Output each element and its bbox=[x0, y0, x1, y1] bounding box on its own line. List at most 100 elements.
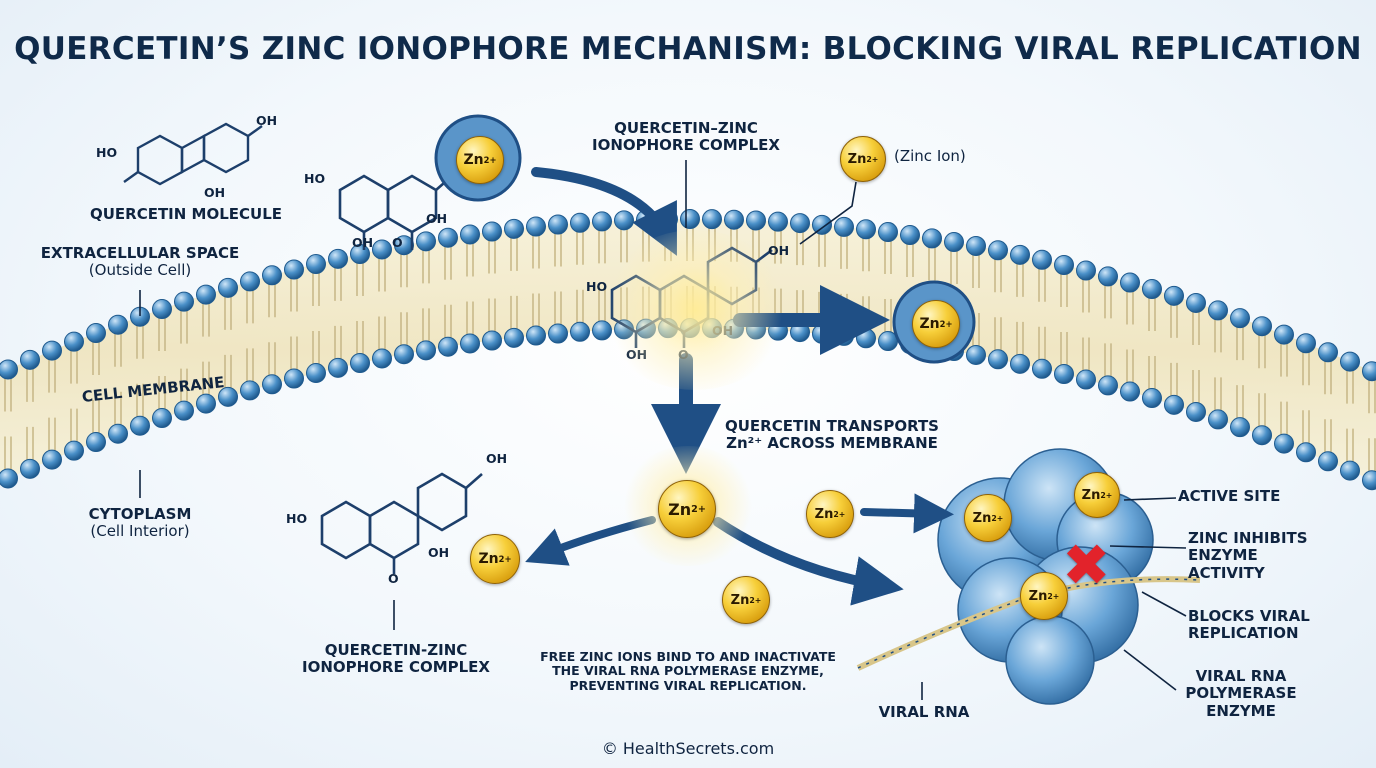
leader-zinc-ion bbox=[799, 181, 857, 245]
lipid-head bbox=[240, 380, 260, 401]
lipid-head bbox=[306, 254, 326, 275]
lipid-head bbox=[1186, 292, 1206, 313]
complex-top-line1: QUERCETIN–ZINC bbox=[614, 119, 758, 137]
zn-charge: 2+ bbox=[833, 509, 846, 519]
lipid-head bbox=[1076, 260, 1096, 281]
quercetin-molecule-top bbox=[123, 122, 263, 186]
lipid-head bbox=[878, 222, 898, 243]
lipid-head bbox=[42, 449, 62, 470]
label-quercetin-molecule: QUERCETIN MOLECULE bbox=[89, 205, 283, 223]
atom-ho-complex: HO bbox=[304, 171, 326, 186]
lipid-head bbox=[1120, 272, 1140, 293]
credit-text: © HealthSecrets.com bbox=[601, 739, 775, 758]
zn-symbol: Zn bbox=[972, 510, 992, 526]
lipid-head bbox=[614, 210, 634, 231]
lipid-head bbox=[0, 468, 18, 489]
inhibition-x-icon: ✖ bbox=[1062, 531, 1111, 599]
zn-charge: 2+ bbox=[1100, 490, 1113, 500]
lipid-head bbox=[812, 323, 832, 344]
lipid-head bbox=[262, 374, 282, 395]
atom-oh-top: OH bbox=[256, 113, 278, 128]
label-complex-bottom: QUERCETIN-ZINC IONOPHORE COMPLEX bbox=[296, 641, 496, 677]
cytoplasm-subtitle: (Cell Interior) bbox=[90, 522, 190, 541]
lipid-head bbox=[1252, 316, 1272, 337]
label-polymerase: VIRAL RNA POLYMERASE ENZYME bbox=[1176, 667, 1306, 720]
glow-membrane bbox=[600, 230, 790, 390]
lipid-head bbox=[372, 348, 392, 369]
lipid-head bbox=[1142, 279, 1162, 300]
lipid-head bbox=[856, 328, 876, 349]
lipid-head bbox=[328, 357, 348, 378]
atom-oh-bottom2: OH bbox=[428, 545, 450, 560]
label-active-site: ACTIVE SITE bbox=[1178, 487, 1281, 505]
lipid-head bbox=[328, 248, 348, 269]
lipid-head bbox=[130, 415, 150, 436]
lipid-head bbox=[1054, 363, 1074, 384]
lipid-head bbox=[1098, 266, 1118, 287]
zn-charge: 2+ bbox=[483, 155, 497, 165]
lipid-head bbox=[86, 432, 106, 453]
polymerase-line1: VIRAL RNA bbox=[1195, 667, 1287, 685]
lipid-head bbox=[306, 363, 326, 384]
zn-symbol: Zn bbox=[730, 592, 750, 608]
lipid-head bbox=[1274, 324, 1294, 345]
label-blocks: BLOCKS VIRAL REPLICATION bbox=[1188, 607, 1318, 643]
lipid-head bbox=[702, 209, 722, 230]
lipid-head bbox=[394, 235, 414, 256]
lipid-head bbox=[1032, 249, 1052, 270]
lipid-head bbox=[504, 327, 524, 348]
lipid-head bbox=[438, 336, 458, 357]
lipid-head bbox=[482, 221, 502, 242]
zn-charge: 2+ bbox=[1047, 591, 1060, 601]
lipid-head bbox=[460, 333, 480, 354]
zn-charge: 2+ bbox=[498, 554, 512, 564]
zn-symbol: Zn bbox=[919, 316, 940, 332]
extracellular-title: EXTRACELLULAR SPACE bbox=[40, 244, 240, 262]
lipid-head bbox=[680, 209, 700, 230]
complex-bottom-line2: IONOPHORE COMPLEX bbox=[301, 658, 490, 677]
polymerase-line2: POLYMERASE bbox=[1185, 684, 1297, 703]
lipid-head bbox=[350, 353, 370, 374]
lipid-head bbox=[1340, 351, 1360, 372]
lipid-head bbox=[834, 216, 854, 237]
lipid-head bbox=[1208, 300, 1228, 321]
lipid-head bbox=[482, 330, 502, 351]
atom-oh-complex2: OH bbox=[352, 235, 374, 250]
lipid-head bbox=[64, 440, 84, 461]
zn-charge: 2+ bbox=[991, 513, 1004, 523]
label-cytoplasm: CYTOPLASM (Cell Interior) bbox=[40, 505, 240, 541]
lipid-head bbox=[1076, 369, 1096, 390]
atom-ho-top: HO bbox=[96, 145, 118, 160]
free-zinc-line1: FREE ZINC IONS BIND TO AND INACTIVATE bbox=[540, 649, 836, 664]
zn-charge: 2+ bbox=[866, 154, 879, 164]
lipid-head bbox=[20, 349, 40, 370]
lipid-head bbox=[174, 400, 194, 421]
lipid-head bbox=[504, 218, 524, 239]
free-zinc-line2: THE VIRAL RNA POLYMERASE ENZYME, bbox=[552, 663, 824, 679]
lipid-head bbox=[372, 239, 392, 260]
arrow-zinc-to-site bbox=[860, 493, 954, 534]
lipid-head bbox=[1296, 333, 1316, 354]
lipid-head bbox=[1340, 460, 1360, 481]
lipid-head bbox=[812, 214, 832, 235]
label-transports: QUERCETIN TRANSPORTS Zn²⁺ ACROSS MEMBRAN… bbox=[712, 417, 952, 453]
label-zinc-inhibits: ZINC INHIBITS ENZYME ACTIVITY bbox=[1188, 529, 1318, 582]
lipid-head bbox=[1208, 409, 1228, 430]
lipid-head bbox=[108, 314, 128, 335]
lipid-head bbox=[394, 344, 414, 365]
lipid-head bbox=[592, 211, 612, 232]
lipid-head bbox=[1164, 394, 1184, 415]
lipid-head bbox=[790, 213, 810, 234]
lipid-head bbox=[1318, 451, 1338, 472]
atom-oh-top2: OH bbox=[204, 185, 226, 200]
arrow-complex-to-membrane bbox=[531, 167, 677, 256]
lipid-head bbox=[174, 291, 194, 312]
lipid-head bbox=[746, 210, 766, 231]
lipid-head bbox=[526, 325, 546, 346]
atom-oh-complex: OH bbox=[426, 211, 448, 226]
